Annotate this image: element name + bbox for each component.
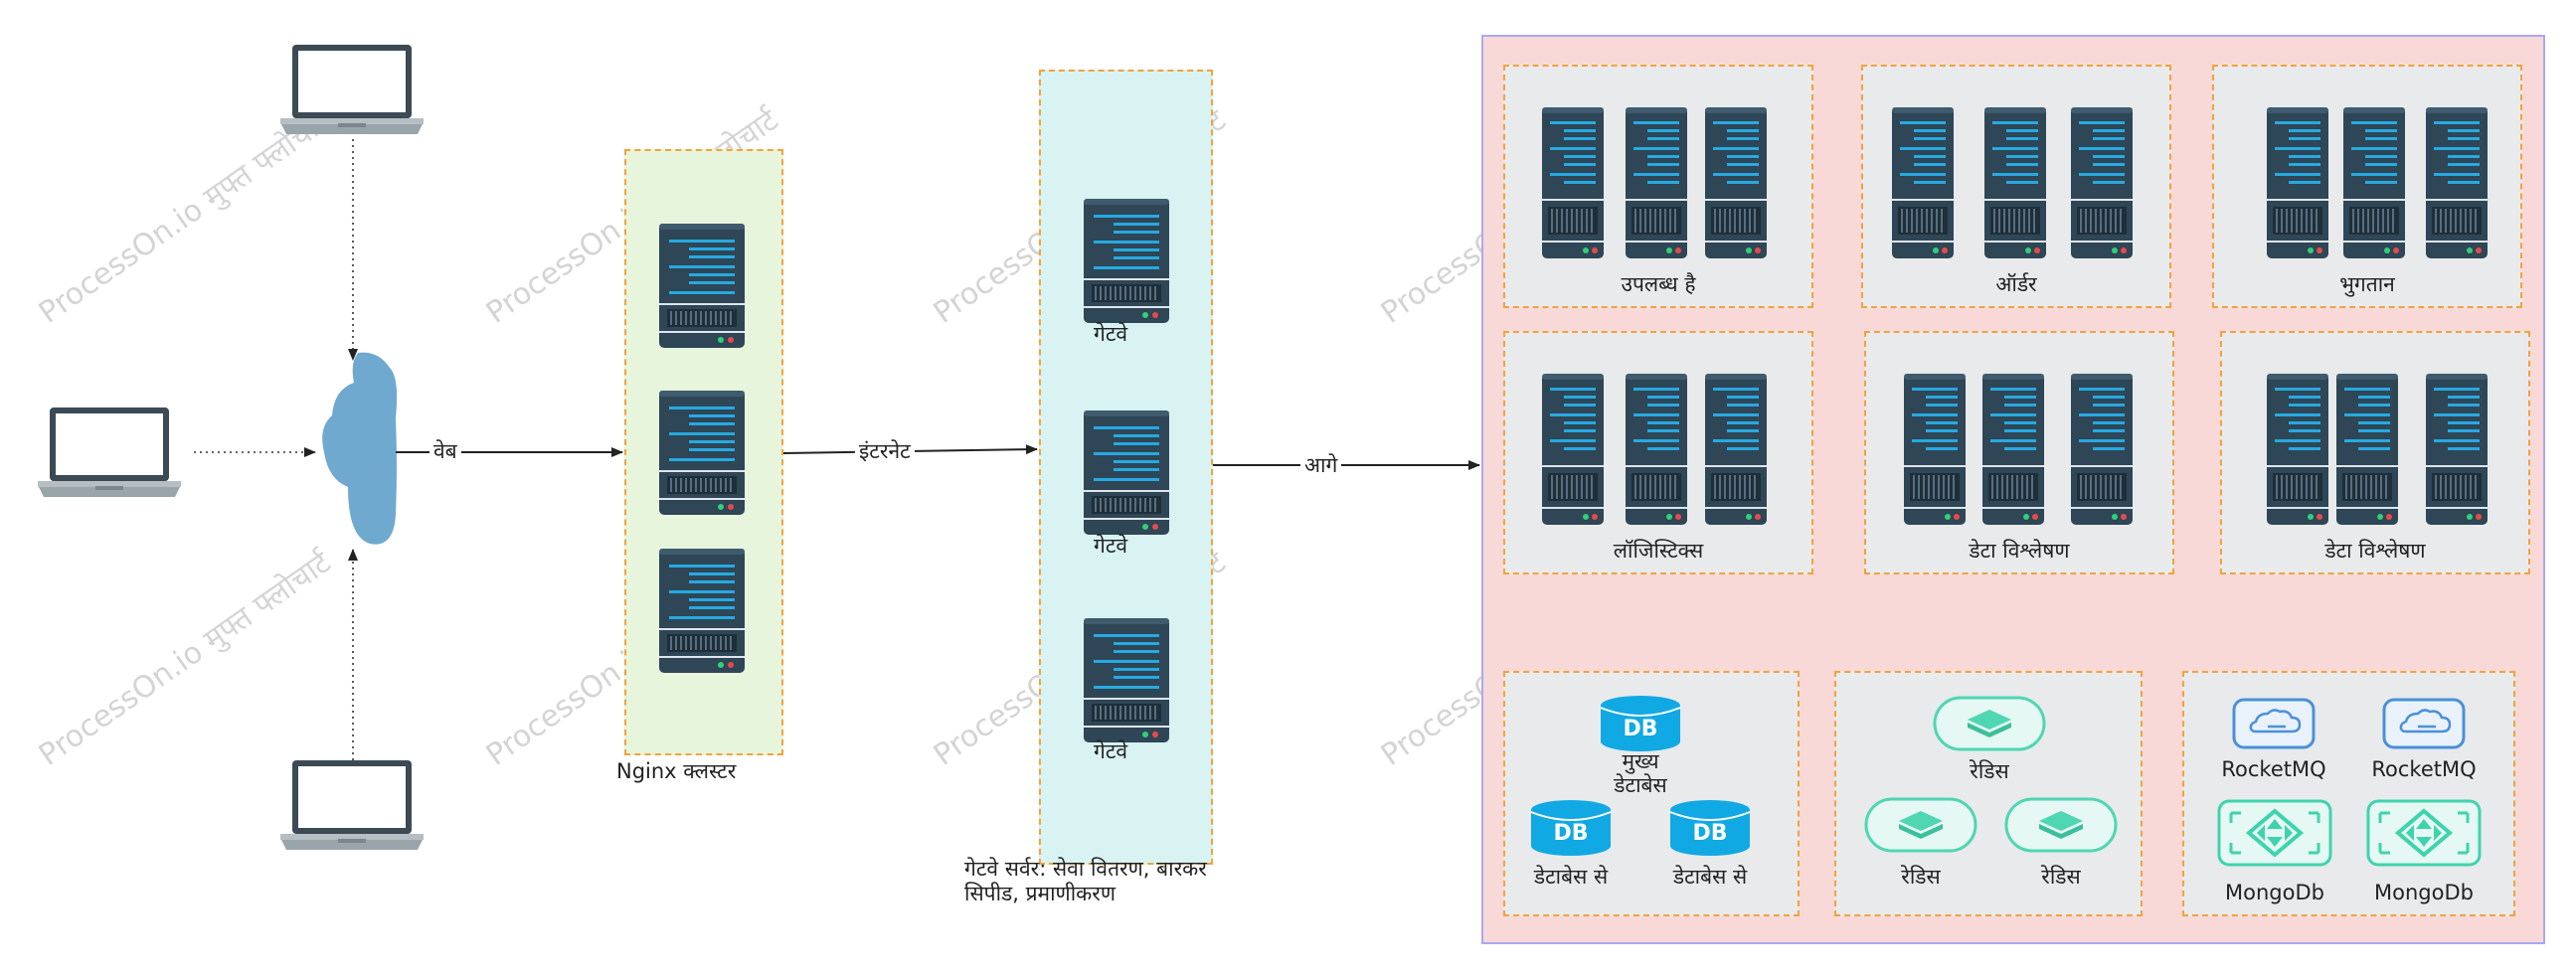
- edge-label-internet: इंटरनेट: [855, 437, 915, 465]
- redis-icon-2: [2004, 797, 2118, 853]
- service-server: [2342, 106, 2406, 259]
- edge-label-forward: आगे: [1300, 451, 1342, 479]
- db-main-label-line2: डेटाबेस: [1614, 773, 1667, 797]
- mongodb-icon-2: [2366, 799, 2482, 867]
- service-server: [1541, 106, 1605, 259]
- nginx-cluster-label: Nginx क्लस्टर: [616, 759, 737, 783]
- gateway-caption-line2: सिपीड, प्रमाणीकरण: [964, 882, 1116, 905]
- service-server: [1625, 106, 1688, 259]
- rocketmq-label-2: RocketMQ: [2371, 757, 2477, 781]
- service-label-available: उपलब्ध है: [1621, 272, 1696, 296]
- service-server: [1983, 106, 2047, 259]
- redis-main-icon: [1933, 696, 2046, 751]
- db-main-icon: DB: [1600, 695, 1681, 752]
- service-server: [1541, 373, 1605, 526]
- service-server: [2070, 106, 2134, 259]
- nginx-server-2: [658, 390, 746, 516]
- db-main-label-line1: मुख्य: [1622, 749, 1659, 773]
- gateway-server-2: [1083, 409, 1170, 536]
- service-server: [2070, 373, 2134, 526]
- service-server: [1625, 373, 1688, 526]
- mongodb-icon-1: [2217, 799, 2332, 867]
- db-slave-icon-1: DB: [1530, 799, 1612, 857]
- nginx-server-3: [658, 548, 746, 674]
- db-slave-1-text: DB: [1553, 821, 1588, 846]
- service-label-analytics-2: डेटा विश्लेषण: [2324, 539, 2426, 563]
- rocketmq-icon-2: [2382, 698, 2466, 749]
- gateway-label-1: गेटवे: [1094, 322, 1128, 346]
- service-label-logistics: लॉजिस्टिक्स: [1613, 539, 1704, 563]
- gateway-server-3: [1083, 617, 1170, 743]
- db-slave-label-2: डेटाबेस से: [1672, 865, 1748, 889]
- db-slave-icon-2: DB: [1669, 799, 1751, 857]
- service-label-payment: भुगतान: [2339, 272, 2395, 296]
- gateway-label-3: गेटवे: [1094, 739, 1128, 763]
- db-slave-label-1: डेटाबेस से: [1533, 865, 1609, 889]
- service-server: [2266, 373, 2329, 526]
- gateway-server-1: [1083, 198, 1170, 324]
- gateway-caption-line1: गेटवे सर्वर: सेवा वितरण, बारकर: [964, 857, 1207, 881]
- service-server: [2335, 373, 2399, 526]
- redis-main-label: रेडिस: [1970, 759, 2009, 783]
- redis-label-2: रेडिस: [2041, 865, 2081, 889]
- edge-label-web: वेब: [429, 437, 461, 465]
- service-server: [1704, 373, 1768, 526]
- service-server: [1891, 106, 1955, 259]
- db-main-text: DB: [1623, 717, 1657, 741]
- gateway-label-2: गेटवे: [1094, 534, 1128, 558]
- service-server: [2425, 373, 2489, 526]
- mongodb-label-2: MongoDb: [2374, 881, 2474, 904]
- mongodb-label-1: MongoDb: [2225, 881, 2324, 904]
- rocketmq-label-1: RocketMQ: [2221, 757, 2326, 781]
- service-label-order: ऑर्डर: [1995, 272, 2037, 296]
- db-slave-2-text: DB: [1692, 821, 1727, 846]
- rocketmq-icon-1: [2232, 698, 2316, 749]
- laptop-client-left: [38, 408, 181, 497]
- internet-cloud-icon: [322, 352, 398, 545]
- laptop-client-top: [280, 45, 424, 134]
- laptop-client-bottom: [280, 760, 424, 850]
- nginx-server-1: [658, 223, 746, 349]
- service-server: [2266, 106, 2329, 259]
- service-label-analytics-1: डेटा विश्लेषण: [1969, 539, 2070, 563]
- redis-icon-1: [1864, 797, 1977, 853]
- service-server: [2425, 106, 2489, 259]
- service-server: [1903, 373, 1967, 526]
- service-server: [1704, 106, 1768, 259]
- service-server: [1981, 373, 2045, 526]
- redis-label-1: रेडिस: [1901, 865, 1941, 889]
